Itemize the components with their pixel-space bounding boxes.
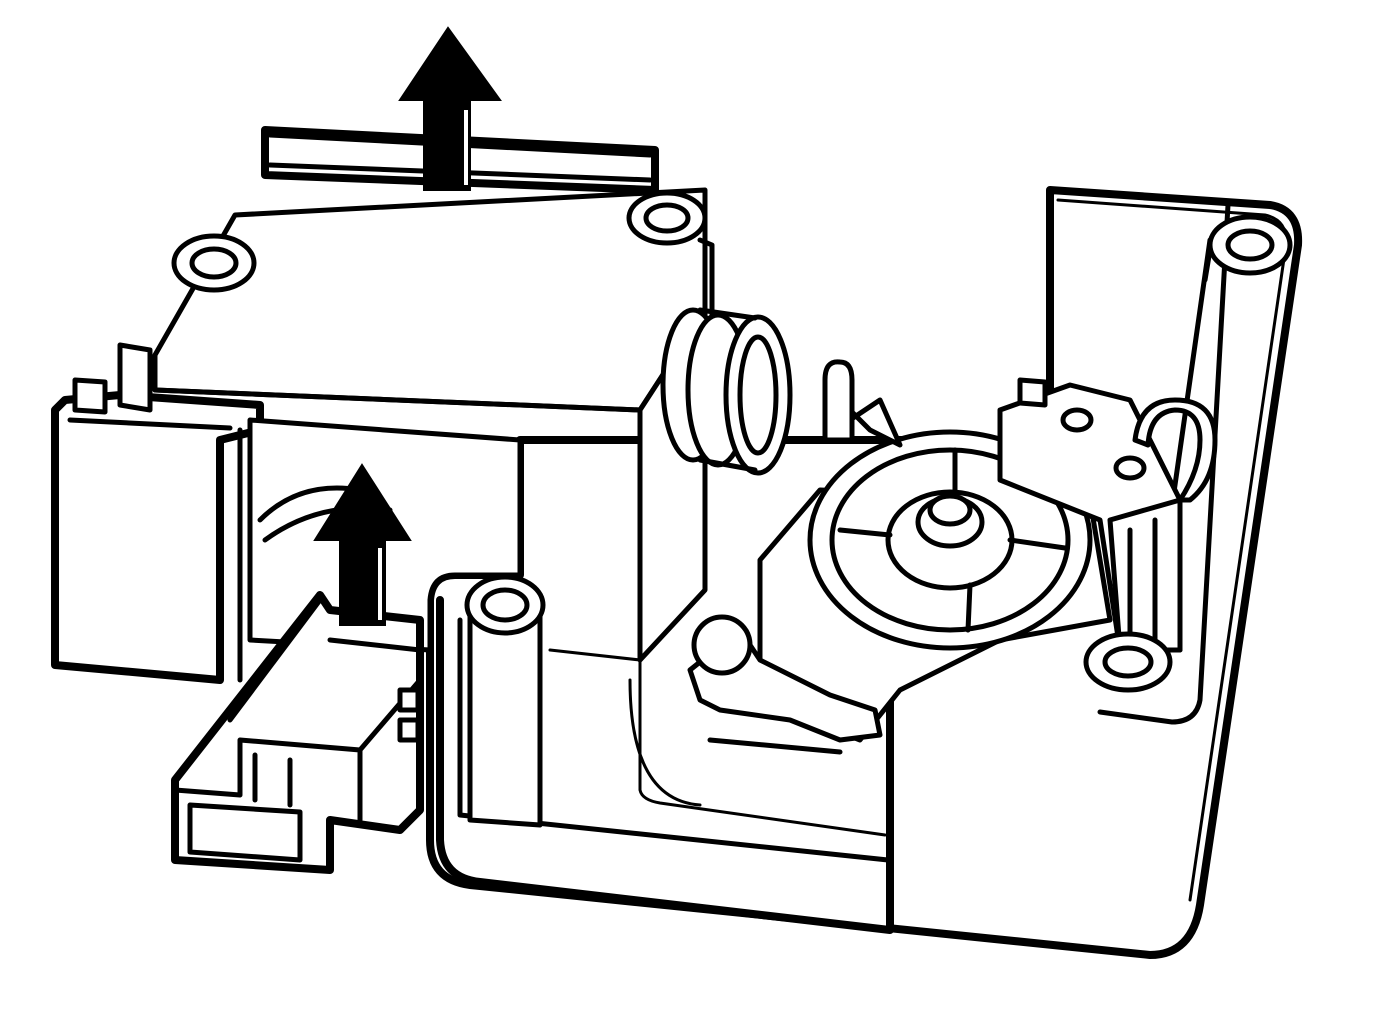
electrical-connector: [171, 591, 424, 874]
cover-screw-boss-left: [171, 233, 257, 293]
linkage-pin: [691, 614, 753, 676]
base-boss-rear: [1207, 214, 1293, 276]
side-bracket: [51, 342, 264, 684]
shaft-bushing: [660, 307, 793, 476]
linkage-arm: [687, 614, 883, 755]
cover-screw-boss-right: [626, 190, 708, 246]
actuator-cover: [152, 126, 715, 663]
base-boss-front: [1083, 631, 1173, 693]
base-mounting-bosses: [1083, 214, 1293, 693]
arrow-up-icon-connector: [313, 463, 412, 626]
limit-switch: [997, 377, 1218, 653]
arrow-up-icon-cover: [398, 26, 502, 191]
mounting-post-front: [464, 574, 546, 828]
